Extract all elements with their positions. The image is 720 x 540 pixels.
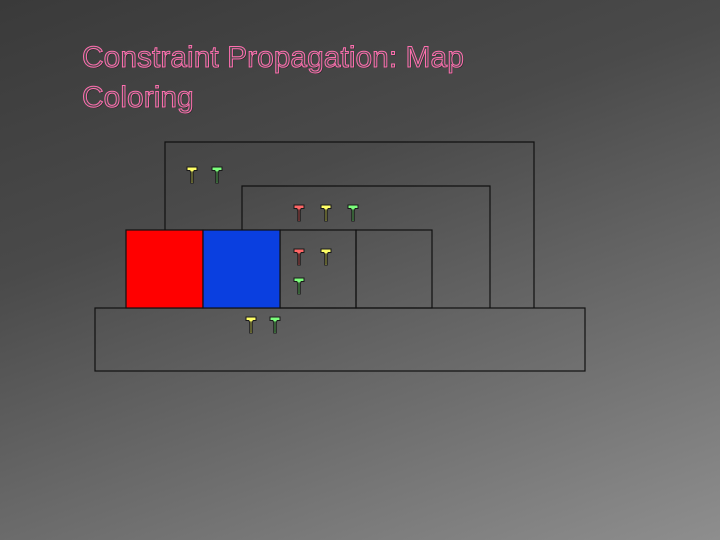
inner-right-region	[355, 229, 433, 309]
red-region	[125, 229, 204, 309]
cross-marker-icon	[320, 248, 332, 266]
blue-region	[202, 229, 281, 309]
inner-middle-region	[279, 229, 357, 309]
middle-arch-domain	[293, 204, 359, 222]
cross-marker-icon	[269, 316, 281, 334]
cross-marker-icon	[186, 166, 198, 184]
cross-marker-icon	[211, 166, 223, 184]
cross-marker-icon	[293, 248, 305, 266]
bottom-bar-domain	[245, 316, 281, 334]
bottom-bar-region	[94, 307, 586, 372]
region-outlines	[94, 141, 586, 372]
slide-title-line-2: Coloring	[82, 81, 195, 115]
outer-arch-region	[164, 141, 535, 308]
cross-marker-icon	[320, 204, 332, 222]
cross-marker-icon	[347, 204, 359, 222]
slide-title: Constraint Propagation: Map Coloring	[82, 38, 642, 118]
slide-title-line-1: Constraint Propagation: Map	[82, 41, 465, 75]
inner-middle-domain	[293, 248, 332, 295]
cross-marker-icon	[245, 316, 257, 334]
cross-marker-icon	[293, 277, 305, 295]
cross-marker-icon	[293, 204, 305, 222]
outer-arch-domain	[186, 166, 223, 184]
